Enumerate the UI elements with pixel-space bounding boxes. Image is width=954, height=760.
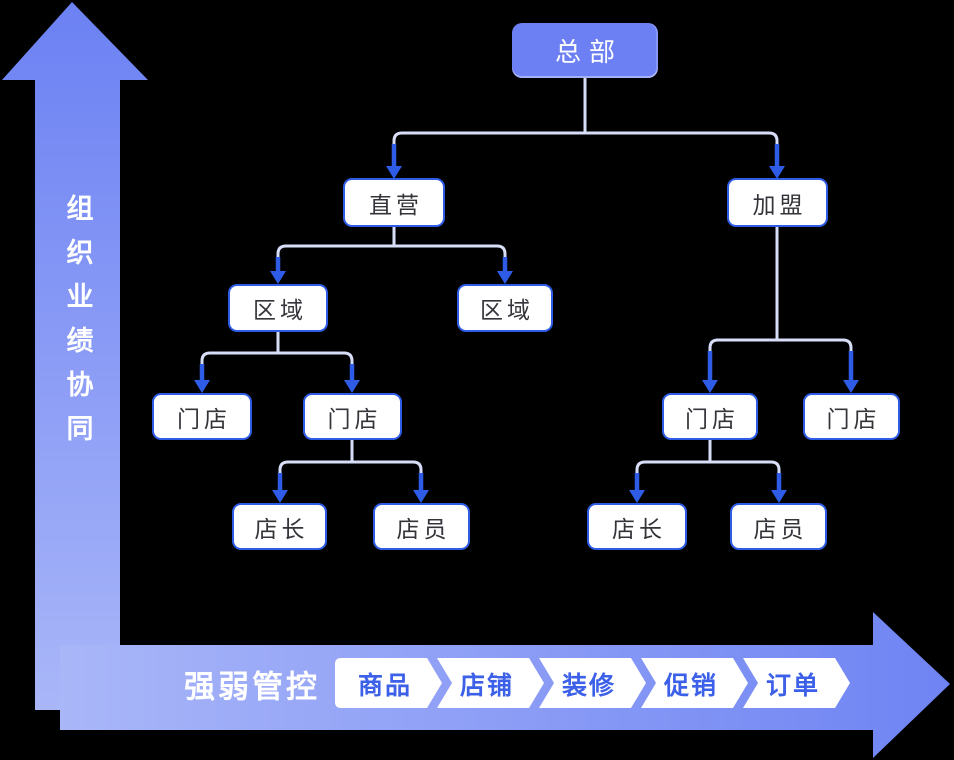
org-node-clerk-2: 店员 [730, 503, 827, 550]
connector-franchise-to-stores [708, 227, 853, 353]
connector-hq-to-level2 [392, 78, 779, 146]
org-node-store-4: 门店 [803, 393, 900, 440]
connector-arrowhead [413, 490, 429, 503]
connector-store2-to-staff [278, 440, 423, 475]
vertical-axis-arrow [2, 2, 148, 710]
connector-store2-arrows [272, 473, 429, 503]
connector-arrowhead [843, 380, 859, 393]
org-node-headquarters: 总部 [512, 23, 658, 78]
connector-arrowhead [702, 380, 718, 393]
org-node-franchise: 加盟 [727, 178, 828, 227]
org-node-region-1: 区域 [228, 284, 328, 332]
flow-step-shape-3 [539, 658, 646, 708]
connector-arrowhead [771, 490, 787, 503]
org-node-store-2: 门店 [303, 393, 402, 440]
vertical-axis-label: 组织业绩协同 [62, 194, 93, 458]
connector-hq-arrows [386, 144, 785, 179]
connector-arrowhead [629, 490, 645, 503]
flow-step-shape-4 [641, 658, 748, 708]
flow-step-label-decoration: 装修 [561, 672, 617, 700]
connector-arrowhead [386, 166, 402, 179]
connector-arrowhead [272, 490, 288, 503]
org-node-store-1: 门店 [152, 393, 252, 440]
horizontal-axis-label: 强弱管控 [184, 669, 320, 705]
connector-arrowhead [194, 380, 210, 393]
org-node-store-3: 门店 [662, 393, 758, 440]
org-node-manager-2: 店长 [587, 503, 687, 550]
org-node-clerk-1: 店员 [373, 503, 470, 550]
connector-region1-arrows [194, 364, 360, 393]
org-node-manager-1: 店长 [232, 503, 327, 550]
connector-arrowhead [344, 380, 360, 393]
connector-franchise-arrows [702, 351, 859, 393]
connector-arrowhead [497, 271, 513, 284]
flow-step-label-products: 商品 [357, 672, 413, 700]
flow-step-shape-1 [335, 658, 442, 708]
connector-region1-to-stores [200, 332, 354, 366]
org-node-direct-sales: 直营 [343, 178, 445, 227]
connector-store3-to-staff [635, 440, 781, 475]
flow-step-label-shops: 店铺 [459, 672, 515, 700]
connector-arrowhead [769, 166, 785, 179]
flow-step-label-orders: 订单 [765, 672, 821, 700]
flow-step-shape-5 [743, 658, 850, 708]
flow-step-shape-2 [437, 658, 544, 708]
connector-direct-to-regions [276, 227, 507, 259]
org-node-region-2: 区域 [457, 284, 553, 332]
flow-step-label-promotion: 促销 [663, 672, 719, 700]
connector-arrowhead [270, 271, 286, 284]
connector-direct-arrows [270, 257, 513, 284]
connector-store3-arrows [629, 473, 787, 503]
